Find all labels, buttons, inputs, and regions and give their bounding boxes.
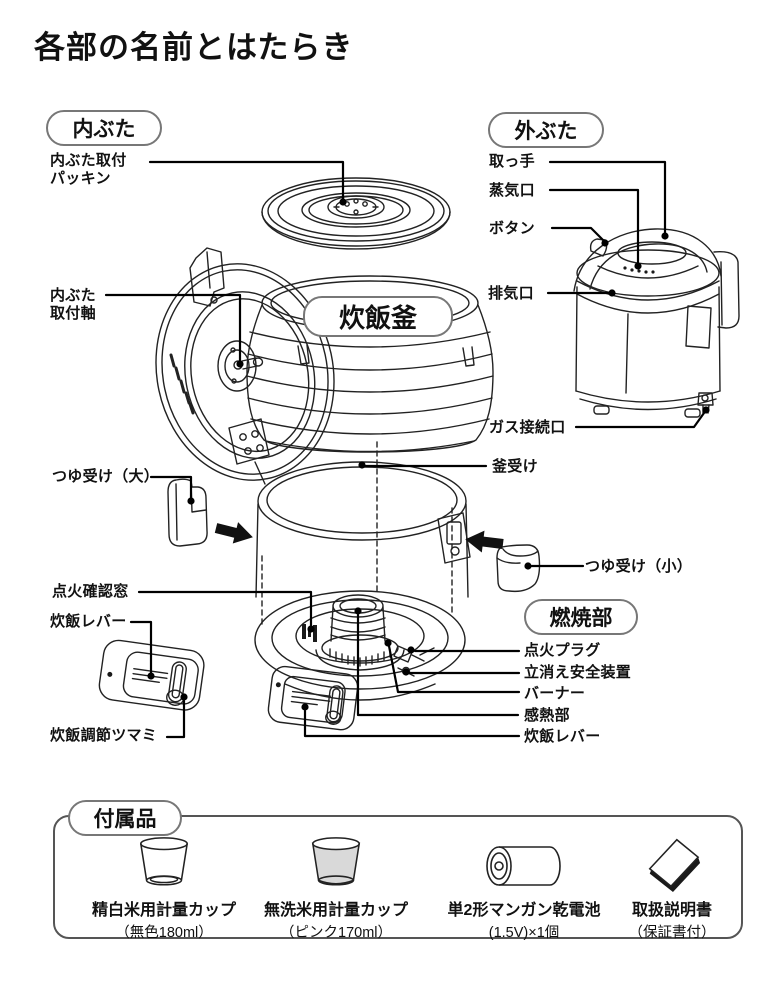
label-handle: 取っ手: [489, 153, 535, 170]
label-cooking-adjust-knob: 炊飯調節ツマミ: [50, 727, 158, 744]
label-button: ボタン: [489, 220, 535, 237]
leader-button: [552, 228, 603, 240]
accessory-item: 無洗米用計量カップ （ピンク170ml）: [260, 832, 412, 942]
leader-inner-lid-packing: [150, 162, 343, 199]
drip-tray-large-drawing: [168, 479, 207, 546]
leader-handle: [550, 162, 665, 232]
page-title: 各部の名前とはたらき: [34, 30, 354, 65]
section-pill-accessories: 付属品: [68, 800, 182, 836]
inner-lid-drawing: [262, 178, 450, 249]
section-pill-inner-lid: 内ぶた: [46, 110, 162, 146]
accessory-item: 取扱説明書 （保証書付）: [612, 832, 732, 942]
closed-cooker-drawing: [574, 229, 739, 417]
leader-heat-sensor: [358, 615, 518, 715]
label-pot-holder: 釜受け: [492, 458, 538, 475]
section-pill-burner: 燃焼部: [524, 599, 638, 635]
measuring-cup-pink-icon: [260, 832, 412, 892]
label-drip-tray-small: つゆ受け（小）: [585, 558, 693, 575]
leader-inner-lid-shaft: [106, 295, 240, 360]
leader-cooking-adjust-knob: [167, 701, 184, 737]
leader-steam-vent: [550, 190, 638, 262]
label-steam-vent: 蒸気口: [489, 182, 535, 199]
section-pill-outer-lid: 外ぶた: [488, 112, 604, 148]
main-body-drawing: [255, 442, 470, 731]
accessory-item: 単2形マンガン乾電池 (1.5V)×1個: [430, 832, 618, 942]
leader-cooking-lever-left: [131, 622, 151, 672]
arrow-left-icon: [465, 530, 504, 553]
accessory-item: 精白米用計量カップ （無色180ml）: [88, 832, 240, 942]
label-flame-failure-device: 立消え安全装置: [524, 664, 632, 681]
label-exhaust-vent: 排気口: [488, 285, 534, 302]
drip-tray-small-drawing: [497, 545, 540, 591]
leader-ignition-window: [139, 592, 311, 625]
label-gas-port: ガス接続口: [489, 419, 566, 436]
leader-burner: [389, 646, 519, 692]
label-drip-tray-large: つゆ受け（大）: [52, 468, 160, 485]
leader-drip-tray-large: [151, 477, 191, 497]
manual-icon: [612, 832, 732, 892]
accessory-name: 取扱説明書: [631, 902, 712, 919]
label-burner: バーナー: [524, 685, 586, 702]
leader-cooking-lever-right: [305, 711, 519, 736]
accessory-note: （ピンク170ml）: [280, 925, 392, 941]
accessory-name: 精白米用計量カップ: [91, 902, 236, 919]
accessory-name: 単2形マンガン乾電池: [447, 902, 601, 919]
steam-vent-holes: [623, 266, 655, 274]
measuring-cup-clear-icon: [88, 832, 240, 892]
cooking-lever-unit-drawing: [97, 638, 205, 711]
accessory-note: (1.5V)×1個: [488, 925, 560, 941]
leader-gas-port: [576, 413, 704, 427]
label-cooking-lever-left: 炊飯レバー: [50, 613, 127, 630]
label-inner-lid-shaft: 内ぶた 取付軸: [50, 287, 96, 322]
label-inner-lid-packing: 内ぶた取付 パッキン: [50, 152, 127, 187]
label-cooking-lever-right: 炊飯レバー: [524, 728, 601, 745]
label-ignition-window: 点火確認窓: [52, 583, 129, 600]
open-lid-drawing: [136, 247, 353, 497]
accessory-note: （無色180ml）: [115, 925, 213, 941]
arrow-right-icon: [214, 522, 253, 544]
section-pill-pot: 炊飯釜: [303, 296, 453, 337]
battery-icon: [430, 832, 618, 892]
leader-lines: [106, 162, 710, 737]
leader-dots: [147, 198, 710, 711]
label-heat-sensor: 感熱部: [524, 707, 570, 724]
accessory-name: 無洗米用計量カップ: [263, 902, 408, 919]
label-ignition-plug: 点火プラグ: [524, 642, 601, 659]
accessory-note: （保証書付）: [628, 925, 716, 941]
